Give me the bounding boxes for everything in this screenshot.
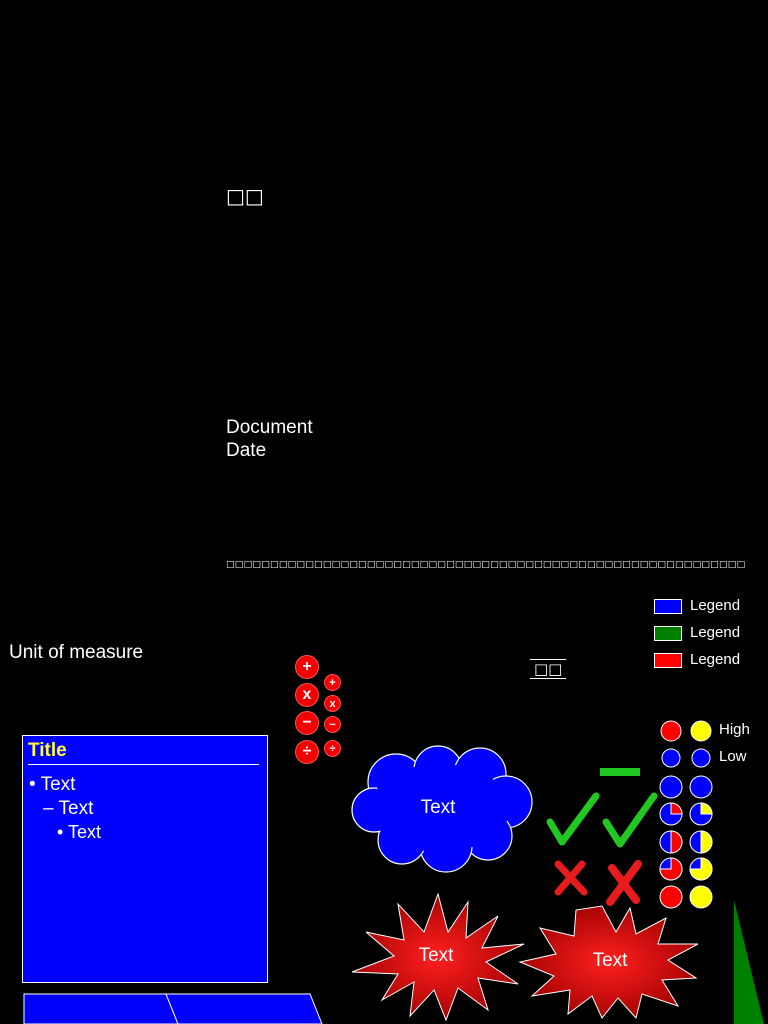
- trapezoid-right: [165, 993, 323, 1024]
- underlined-glyph-label: □□: [530, 659, 567, 679]
- dash-icon: [600, 768, 640, 776]
- bottom-trapezoid-shapes: [23, 993, 323, 1024]
- harvey-empty-icon: [689, 775, 713, 799]
- bullet-level-2: – Text: [43, 798, 94, 819]
- divide-small-icon: ÷: [324, 740, 341, 757]
- rating-indicators: [659, 720, 713, 909]
- cloud-shape: [351, 745, 533, 873]
- starburst-right-text: Text: [592, 950, 628, 971]
- plus-small-icon: +: [324, 674, 341, 691]
- cross-icon: [554, 860, 588, 896]
- harvey-empty-icon: [659, 775, 683, 799]
- textbox-divider: [28, 764, 259, 765]
- multiply-small-icon: x: [324, 695, 341, 712]
- check-icon: [602, 792, 658, 848]
- date-label: Date: [226, 440, 267, 461]
- document-info: Document Date: [226, 416, 313, 462]
- legend-swatch-blue: [654, 598, 682, 614]
- footnote-glyphs: □□□□□□□□□□□□□□□□□□□□□□□□□□□□□□□□□□□□□□□□…: [226, 560, 746, 570]
- harvey-full-red-icon: [659, 885, 683, 909]
- high-red-dot-icon: [660, 720, 682, 742]
- unit-of-measure-label: Unit of measure: [9, 642, 144, 663]
- green-triangle-shape: [734, 900, 764, 1024]
- minus-small-icon: −: [324, 716, 341, 733]
- status-marks: [546, 768, 658, 906]
- bullet-level-1: • Text: [29, 774, 76, 795]
- low-label: Low: [719, 748, 747, 765]
- multiply-icon: x: [295, 683, 319, 707]
- document-label: Document: [226, 417, 313, 438]
- slide-title-glyphs: □□: [226, 184, 264, 208]
- high-yellow-dot-icon: [690, 720, 712, 742]
- legend-label: Legend: [690, 597, 741, 614]
- legend-item-blue: Legend: [654, 597, 740, 615]
- textbox-title: Title: [28, 740, 67, 761]
- plus-icon: +: [295, 655, 319, 679]
- legend-label: Legend: [690, 651, 741, 668]
- cross-icon: [606, 860, 642, 906]
- low-blue-dot-icon: [691, 748, 711, 768]
- cloud-text: Text: [420, 797, 456, 818]
- content-textbox: Title • Text – Text • Text: [22, 735, 268, 983]
- low-blue-dot-icon: [661, 748, 681, 768]
- legend-item-red: Legend: [654, 651, 740, 669]
- legend-item-green: Legend: [654, 624, 740, 642]
- starburst-left-text: Text: [418, 945, 454, 966]
- starburst-left: [351, 892, 525, 1022]
- legend-swatch-red: [654, 652, 682, 668]
- legend-swatch-green: [654, 625, 682, 641]
- minus-icon: −: [295, 711, 319, 735]
- divide-icon: ÷: [295, 740, 319, 764]
- bullet-level-3: • Text: [57, 822, 101, 842]
- high-label: High: [719, 721, 750, 738]
- trapezoid-left: [23, 993, 179, 1024]
- harvey-full-yellow-icon: [689, 885, 713, 909]
- check-icon: [546, 792, 600, 846]
- starburst-right: [518, 905, 699, 1020]
- legend-label: Legend: [690, 624, 741, 641]
